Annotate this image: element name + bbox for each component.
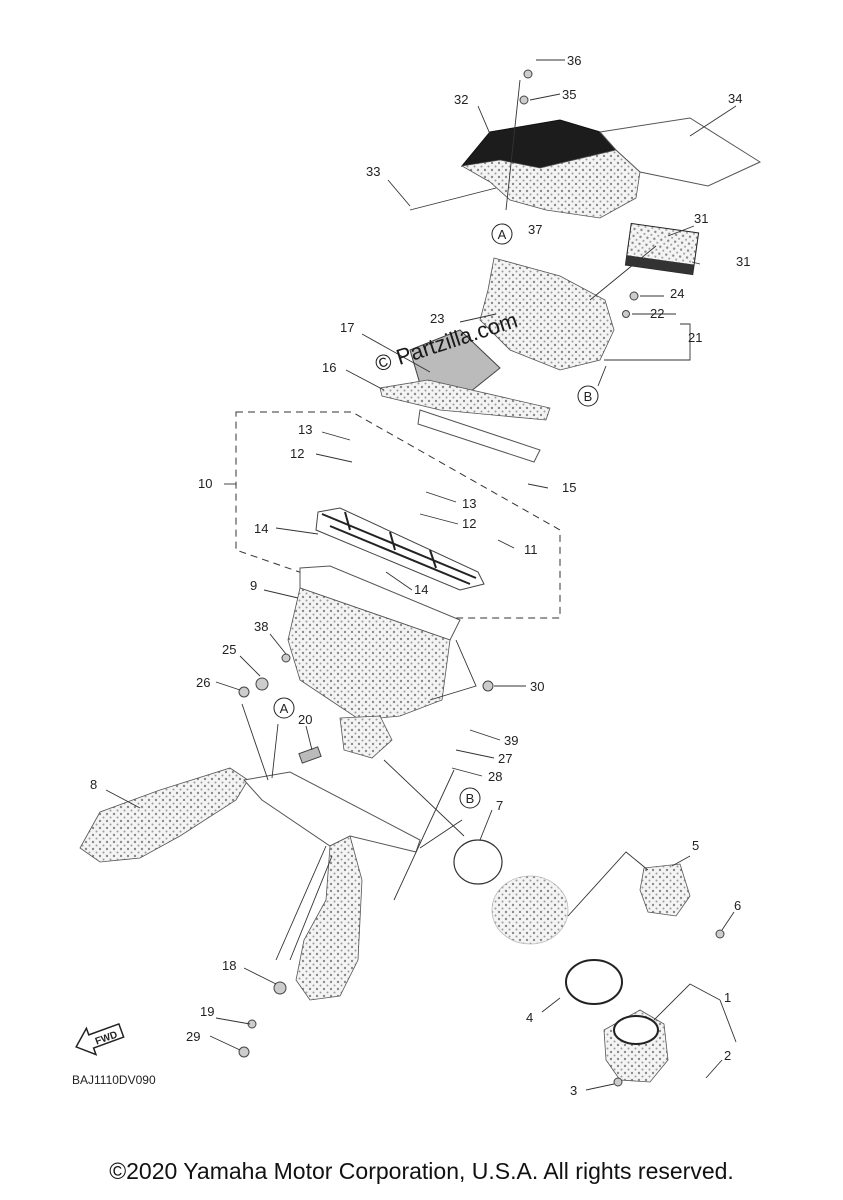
part-14-screen-mesh xyxy=(321,511,477,585)
part-18-grommet xyxy=(273,981,287,995)
callout-38: 38 xyxy=(254,619,268,634)
svg-text:A: A xyxy=(280,701,289,716)
callout-4: 4 xyxy=(526,1010,533,1025)
callout-19: 19 xyxy=(200,1004,214,1019)
callout-20: 20 xyxy=(298,712,312,727)
ref-marker-a-top: A xyxy=(491,223,513,245)
callout-31-lower: 31 xyxy=(736,254,750,269)
part-1-joint-mouth xyxy=(613,1015,659,1045)
part-24-bolt xyxy=(629,291,639,301)
part-16-element-lower xyxy=(417,409,541,463)
part-9-airbox-outlet xyxy=(339,715,393,759)
part-3-screw xyxy=(613,1077,623,1087)
part-5-bracket xyxy=(639,863,691,917)
part-35-washer xyxy=(519,95,529,105)
part-34-outline xyxy=(599,117,762,187)
callout-23: 23 xyxy=(430,311,444,326)
callout-21: 21 xyxy=(688,330,702,345)
lower-duct-body xyxy=(295,835,363,1001)
callout-14-lower: 14 xyxy=(414,582,428,597)
callout-9: 9 xyxy=(250,578,257,593)
copyright-footer: ©2020 Yamaha Motor Corporation, U.S.A. A… xyxy=(109,1158,734,1184)
part-20-clip xyxy=(298,746,322,764)
callout-10: 10 xyxy=(198,476,212,491)
callout-12-lower: 12 xyxy=(462,516,476,531)
callout-37: 37 xyxy=(528,222,542,237)
callout-13-upper: 13 xyxy=(298,422,312,437)
part-4-ring xyxy=(565,959,623,1005)
part-38-bolt xyxy=(281,653,291,663)
callout-31-upper: 31 xyxy=(694,211,708,226)
callout-11: 11 xyxy=(524,542,538,557)
part-9-airbox xyxy=(299,565,461,641)
part-8-side-cover xyxy=(79,767,249,863)
callout-2: 2 xyxy=(724,1048,731,1063)
callout-1: 1 xyxy=(724,990,731,1005)
svg-text:B: B xyxy=(584,389,593,404)
svg-text:B: B xyxy=(466,791,475,806)
part-26-grommet xyxy=(238,686,250,698)
part-30-bolt xyxy=(482,680,494,692)
callout-24: 24 xyxy=(670,286,684,301)
lower-duct-frame xyxy=(243,771,421,853)
diagram-code: BAJ1110DV090 xyxy=(72,1073,156,1087)
callout-28: 28 xyxy=(488,769,502,784)
part-31-sponge-edge xyxy=(625,255,695,275)
part-25-grommet xyxy=(255,677,269,691)
callout-25: 25 xyxy=(222,642,236,657)
joint-dotted xyxy=(491,875,569,945)
part-6-screw xyxy=(715,929,725,939)
callout-6: 6 xyxy=(734,898,741,913)
part-23-duct xyxy=(479,257,615,371)
callout-39: 39 xyxy=(504,733,518,748)
callout-17: 17 xyxy=(340,320,354,335)
svg-text:A: A xyxy=(498,227,507,242)
callout-32: 32 xyxy=(454,92,468,107)
callout-34: 34 xyxy=(728,91,742,106)
callout-13-lower: 13 xyxy=(462,496,476,511)
part-22-clip xyxy=(622,310,630,318)
callout-16: 16 xyxy=(322,360,336,375)
leader-lines xyxy=(105,59,737,1091)
part-16-element xyxy=(379,379,551,421)
callout-12-upper: 12 xyxy=(290,446,304,461)
callout-30: 30 xyxy=(530,679,544,694)
callout-29: 29 xyxy=(186,1029,200,1044)
callout-15: 15 xyxy=(562,480,576,495)
fwd-arrow-icon: FWD xyxy=(75,1022,125,1056)
callout-18: 18 xyxy=(222,958,236,973)
callout-22: 22 xyxy=(650,306,664,321)
callout-7: 7 xyxy=(496,798,503,813)
callout-35: 35 xyxy=(562,87,576,102)
callout-numbers: 36 35 32 34 33 37 31 31 24 22 21 23 17 1… xyxy=(90,53,750,1098)
ref-marker-b-lower: B xyxy=(459,787,481,809)
part-17-filter xyxy=(409,329,501,393)
callout-33: 33 xyxy=(366,164,380,179)
callout-14-upper: 14 xyxy=(254,521,268,536)
ref-marker-b-top: B xyxy=(577,385,599,407)
callout-27: 27 xyxy=(498,751,512,766)
callout-3: 3 xyxy=(570,1083,577,1098)
callout-26: 26 xyxy=(196,675,210,690)
part-29-bolt xyxy=(238,1046,250,1058)
ref-marker-a-lower: A xyxy=(273,697,295,719)
callout-36: 36 xyxy=(567,53,581,68)
callout-8: 8 xyxy=(90,777,97,792)
part-7-clamp xyxy=(453,839,503,885)
part-32-cover-body xyxy=(460,149,641,219)
part-36-bolt xyxy=(523,69,533,79)
callout-5: 5 xyxy=(692,838,699,853)
